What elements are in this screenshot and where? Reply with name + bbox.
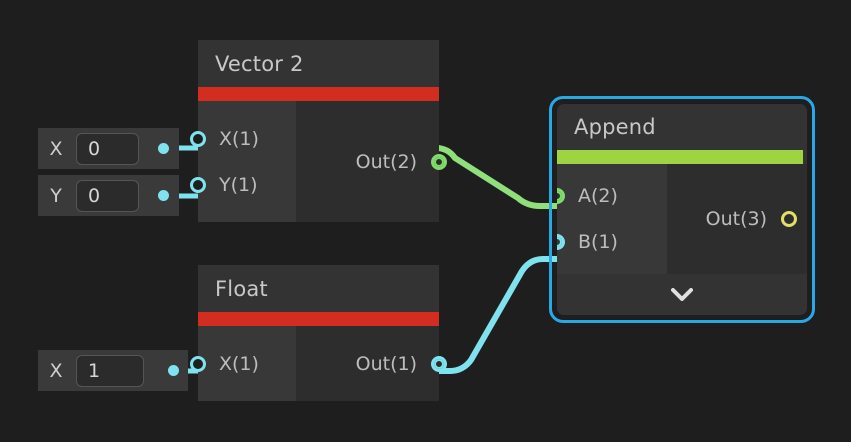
port-row-input-y[interactable]: Y(1)	[190, 162, 296, 208]
widget-output-dot-icon[interactable]	[168, 365, 179, 376]
node-output-ports: Out(1)	[296, 326, 447, 401]
value-input-field[interactable]: 0	[76, 179, 139, 212]
port-row-output-out[interactable]: Out(1)	[296, 341, 447, 387]
node-append-wrapper[interactable]: Append A(2) B(1) Out(3)	[549, 96, 815, 323]
port-label: Out(3)	[705, 208, 767, 230]
port-dot-icon[interactable]	[190, 355, 206, 372]
node-vector2[interactable]: Vector 2 X(1) Y(1) Out(2)	[190, 40, 447, 222]
node-input-ports: A(2) B(1)	[557, 164, 667, 274]
port-dot-icon[interactable]	[190, 176, 206, 193]
node-float[interactable]: Float X(1) Out(1)	[190, 265, 447, 401]
value-input-field[interactable]: 1	[76, 354, 144, 387]
value-widget-float-x[interactable]: X 1	[38, 350, 188, 391]
node-input-ports: X(1)	[190, 326, 296, 401]
port-row-output-out[interactable]: Out(2)	[296, 139, 447, 185]
port-row-input-x[interactable]: X(1)	[190, 116, 296, 162]
node-accent-bar	[198, 312, 439, 326]
port-dot-icon[interactable]	[557, 188, 565, 204]
node-accent-bar	[557, 150, 803, 164]
node-title: Float	[215, 276, 268, 301]
port-dot-icon[interactable]	[431, 153, 447, 170]
value-widget-vector2-y[interactable]: Y 0	[38, 175, 179, 216]
port-row-output-out[interactable]: Out(3)	[667, 196, 807, 242]
value-widget-vector2-x[interactable]: X 0	[38, 128, 179, 169]
port-label: X(1)	[219, 127, 259, 150]
value-input-text: 0	[88, 137, 101, 160]
node-title: Append	[574, 115, 656, 139]
port-dot-icon[interactable]	[190, 130, 206, 147]
node-header[interactable]: Append	[557, 104, 807, 150]
port-dot-icon[interactable]	[781, 211, 797, 227]
port-row-input-a[interactable]: A(2)	[557, 173, 667, 219]
port-row-input-x[interactable]: X(1)	[190, 341, 296, 387]
value-input-field[interactable]: 0	[76, 132, 139, 165]
node-expand-footer[interactable]	[557, 274, 807, 315]
chevron-down-icon[interactable]	[671, 288, 693, 301]
value-widget-label: Y	[50, 184, 62, 207]
node-input-ports: X(1) Y(1)	[190, 101, 296, 222]
port-label: A(2)	[578, 185, 618, 207]
value-input-text: 0	[88, 184, 101, 207]
widget-output-dot-icon[interactable]	[158, 190, 169, 201]
node-output-ports: Out(3)	[667, 164, 807, 274]
node-selection-outline	[549, 96, 815, 323]
value-widget-label: X	[49, 359, 63, 382]
node-output-ports: Out(2)	[296, 101, 447, 222]
value-input-text: 1	[88, 359, 101, 382]
node-body: X(1) Y(1) Out(2)	[190, 101, 447, 222]
node-body: A(2) B(1) Out(3)	[557, 164, 807, 274]
port-label: Out(2)	[355, 150, 417, 173]
node-body: X(1) Out(1)	[190, 326, 447, 401]
node-header[interactable]: Vector 2	[198, 40, 439, 87]
widget-output-dot-icon[interactable]	[158, 143, 169, 154]
port-dot-icon[interactable]	[557, 234, 565, 250]
node-title: Vector 2	[215, 51, 304, 76]
port-row-input-b[interactable]: B(1)	[557, 219, 667, 265]
node-accent-bar	[198, 87, 439, 101]
port-dot-icon[interactable]	[431, 355, 447, 372]
port-label: Y(1)	[219, 173, 258, 196]
node-header[interactable]: Float	[198, 265, 439, 312]
port-label: Out(1)	[355, 352, 417, 375]
value-widget-label: X	[49, 137, 63, 160]
port-label: B(1)	[578, 231, 618, 253]
port-label: X(1)	[219, 352, 259, 375]
node-append[interactable]: Append A(2) B(1) Out(3)	[557, 104, 807, 315]
